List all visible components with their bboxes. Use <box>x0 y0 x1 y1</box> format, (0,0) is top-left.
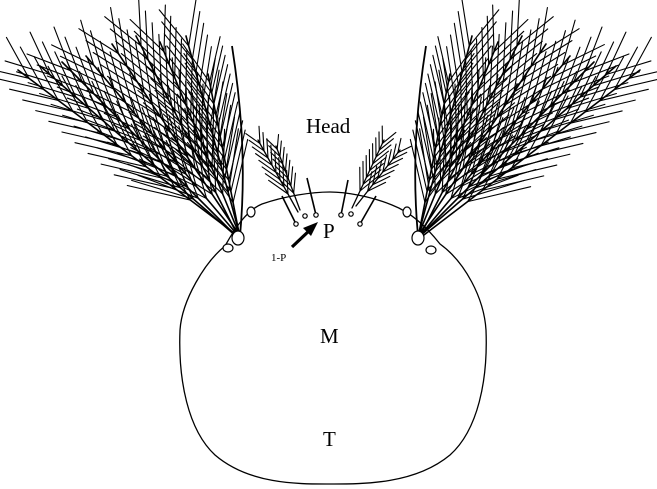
simple-seta <box>341 180 348 215</box>
inner-right-plumose-seta-2 <box>356 138 411 206</box>
inner-left-plumose-seta <box>246 126 298 212</box>
simple-seta <box>282 196 296 224</box>
prothorax-label: P <box>323 219 335 243</box>
simple-seta <box>360 196 376 224</box>
left-alveolus <box>232 231 244 245</box>
seta-base <box>294 222 298 226</box>
right-alveolus-small <box>426 246 436 254</box>
left-alveolus-small <box>223 244 233 252</box>
seta-base <box>303 214 307 218</box>
metathorax-label: T <box>323 427 336 451</box>
mesothorax-label: M <box>320 324 339 348</box>
seta-base <box>349 212 353 216</box>
left-alveolus-upper <box>247 207 255 217</box>
right-plumose-seta <box>420 0 553 236</box>
seta-label: 1-P <box>271 252 286 264</box>
head-label: Head <box>306 114 351 138</box>
simple-seta <box>307 178 316 215</box>
seta-base <box>314 213 318 217</box>
right-alveolus-upper <box>403 207 411 217</box>
right-alveolus <box>412 231 424 245</box>
seta-base <box>339 213 343 217</box>
seta-base <box>358 222 362 226</box>
